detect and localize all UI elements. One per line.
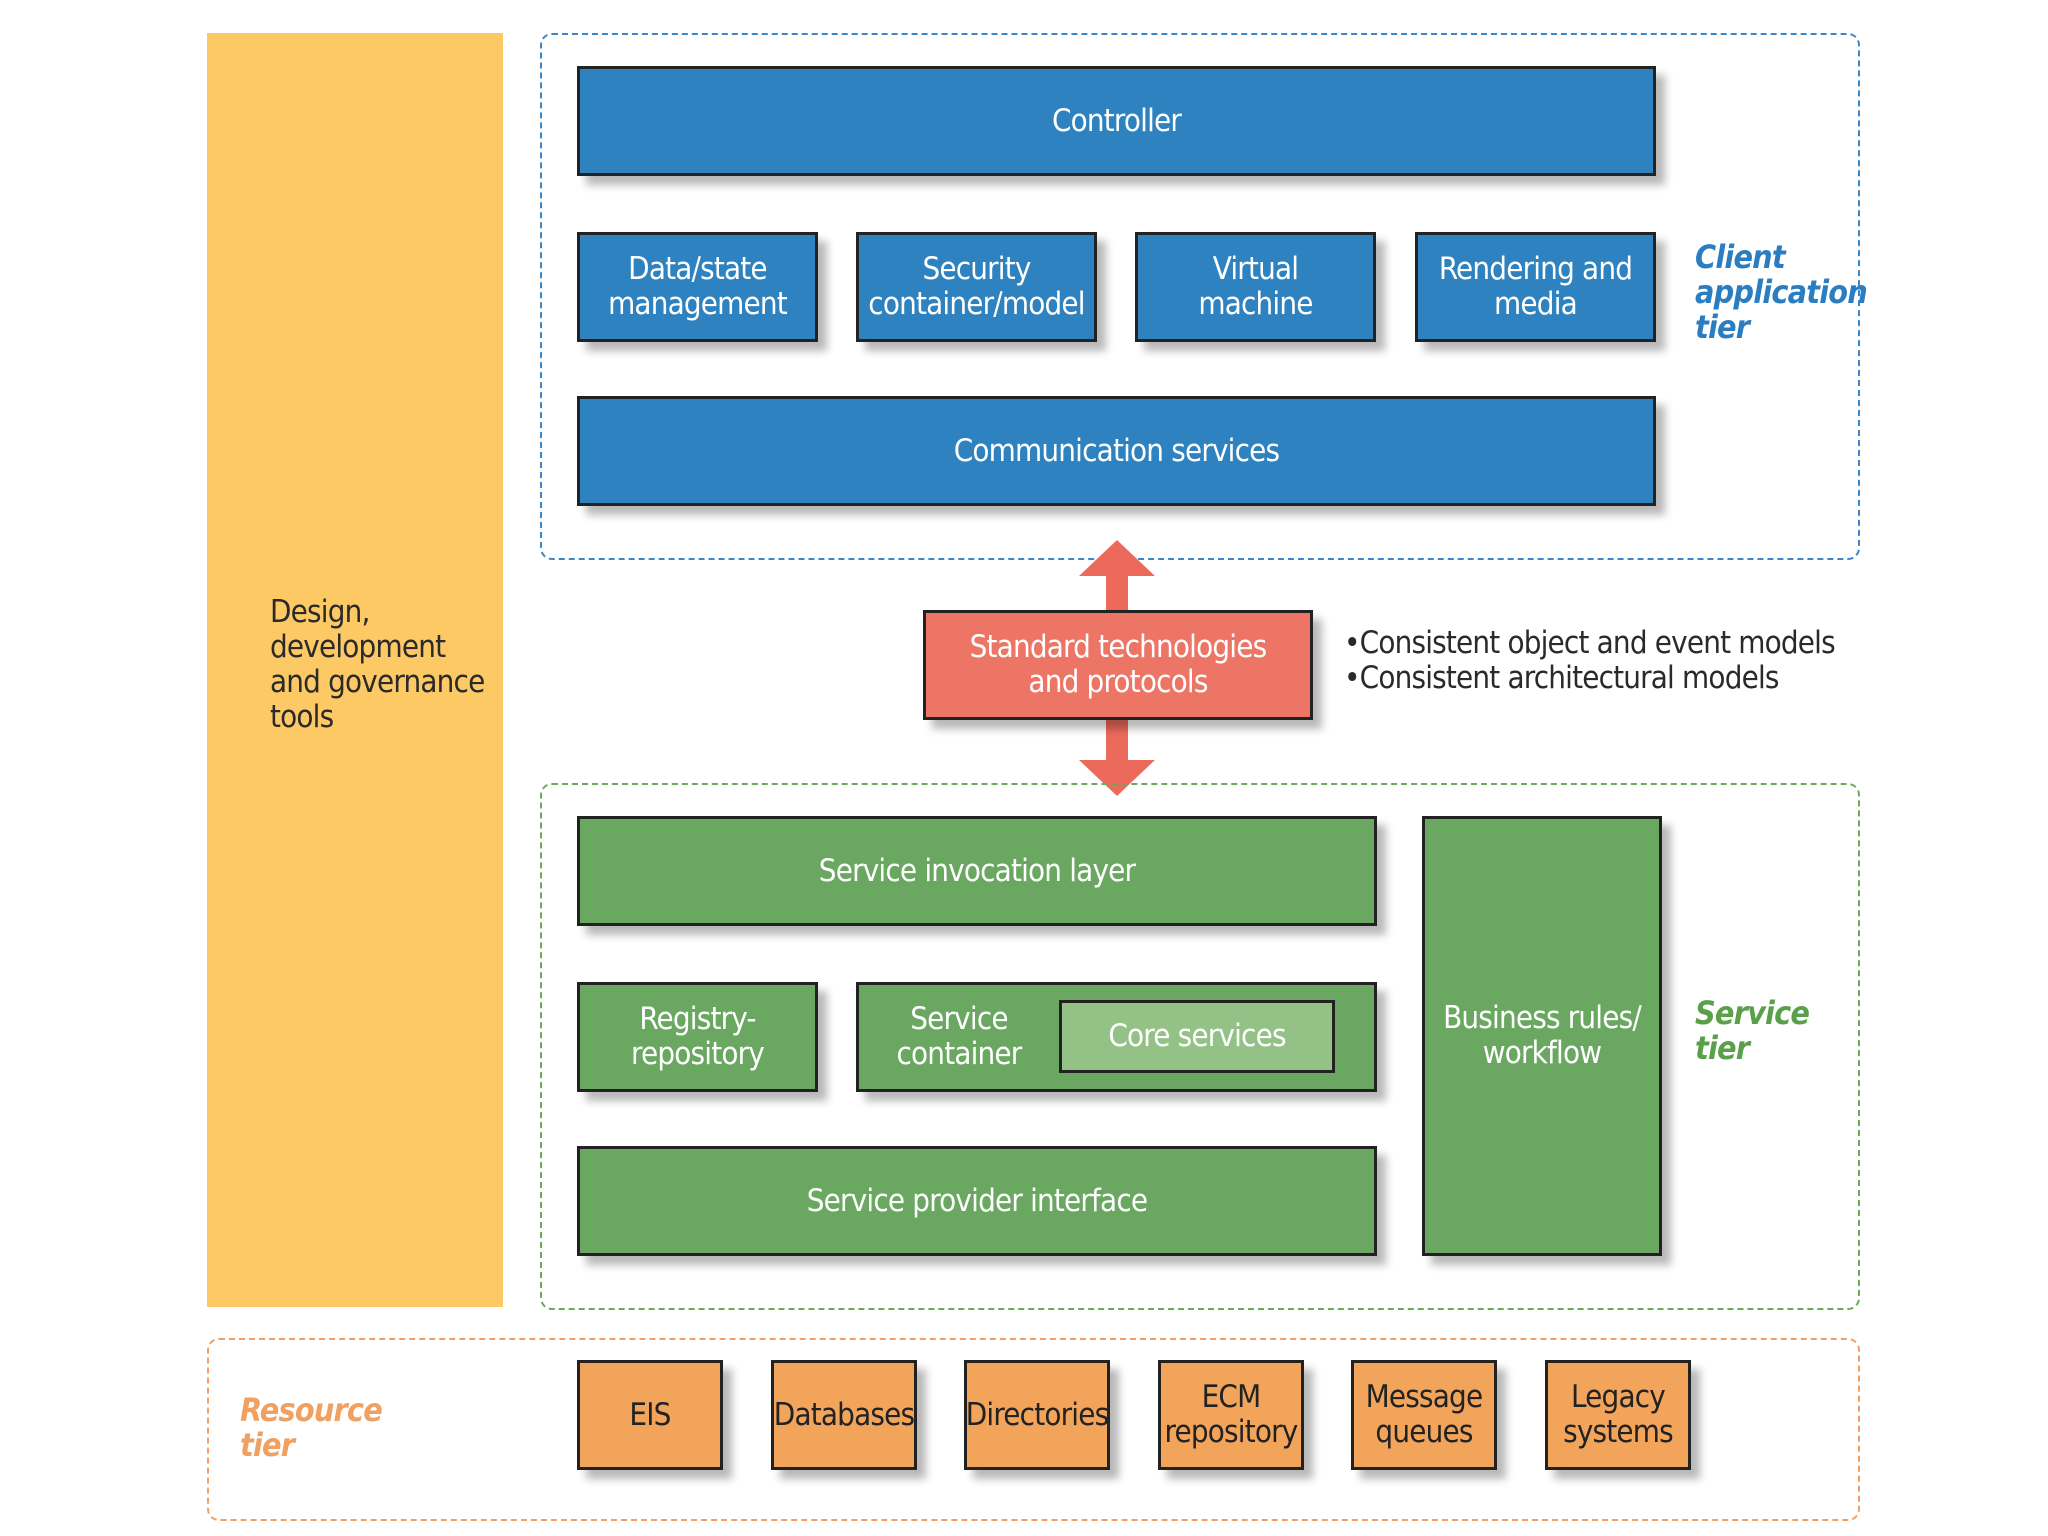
- tools-label: Design, development and governance tools: [270, 594, 485, 735]
- client-tier-label: Client application tier: [1695, 238, 1868, 346]
- security-container-box: Security container/model: [856, 232, 1097, 342]
- resource-tier-boundary: [207, 1338, 1860, 1521]
- service-tier-label: Service tier: [1695, 994, 1810, 1067]
- service-container-label: Service container: [896, 1001, 1023, 1072]
- standard-technologies-box: Standard technologies and protocols: [923, 610, 1313, 720]
- virtual-machine-box: Virtual machine: [1135, 232, 1376, 342]
- resource-databases-box: Databases: [771, 1360, 917, 1470]
- bullet-object-event-models: •Consistent object and event models: [1344, 625, 1836, 661]
- core-services-box: Core services: [1059, 1000, 1335, 1073]
- client-tier-boundary: [540, 33, 1860, 560]
- resource-tier-label: Resource tier: [240, 1391, 383, 1464]
- tools-bar: [207, 33, 503, 1307]
- resource-message-queues-box: Message queues: [1351, 1360, 1497, 1470]
- data-state-management-box: Data/state management: [577, 232, 818, 342]
- service-tier-boundary: [540, 783, 1860, 1310]
- business-rules-workflow-box: Business rules/ workflow: [1422, 816, 1662, 1256]
- service-invocation-layer-box: Service invocation layer: [577, 816, 1377, 926]
- communication-services-box: Communication services: [577, 396, 1656, 506]
- registry-repository-box: Registry- repository: [577, 982, 818, 1092]
- resource-directories-box: Directories: [964, 1360, 1110, 1470]
- resource-ecm-repository-box: ECM repository: [1158, 1360, 1304, 1470]
- resource-eis-box: EIS: [577, 1360, 723, 1470]
- service-provider-interface-box: Service provider interface: [577, 1146, 1377, 1256]
- bullet-architectural-models: •Consistent architectural models: [1344, 660, 1779, 696]
- rendering-media-box: Rendering and media: [1415, 232, 1656, 342]
- resource-legacy-systems-box: Legacy systems: [1545, 1360, 1691, 1470]
- consistency-bullets: •Consistent object and event models •Con…: [1344, 625, 1836, 696]
- controller-box: Controller: [577, 66, 1656, 176]
